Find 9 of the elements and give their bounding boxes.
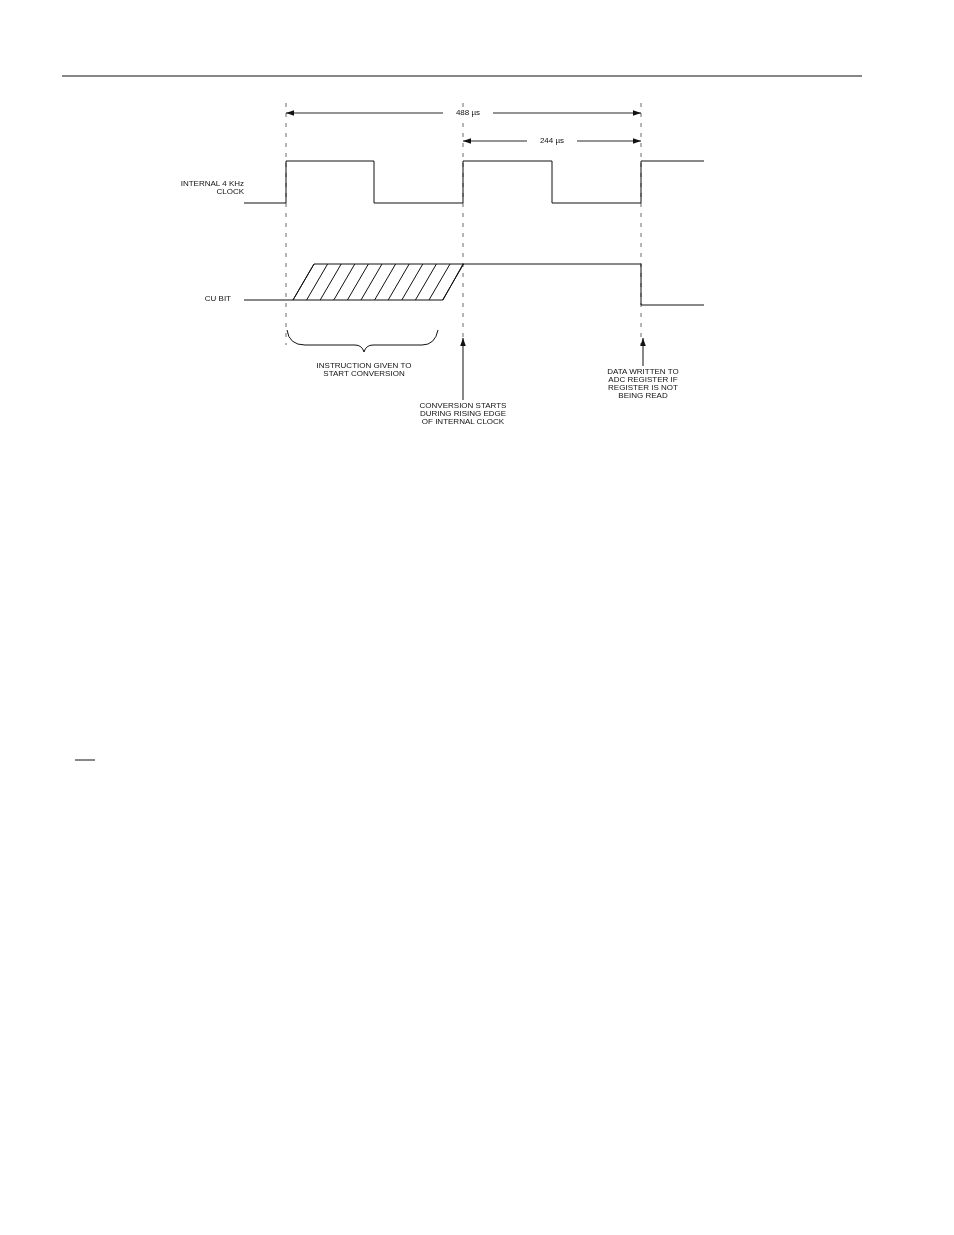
signal-name: INTERNAL 4 KHz CLOCK xyxy=(179,180,244,196)
annotation-text: CONVERSION STARTS DURING RISING EDGE OF INTERNAL CLOCK xyxy=(415,402,511,426)
dimension-label: 244 µs xyxy=(527,137,577,145)
arrow xyxy=(640,337,646,367)
annotation-text: DATA WRITTEN TO ADC REGISTER IF REGISTER IS NOT BEING READ xyxy=(602,368,684,400)
arrow xyxy=(460,337,466,401)
annotation-text: INSTRUCTION GIVEN TO START CONVERSION xyxy=(315,362,413,378)
dimension-label: 488 µs xyxy=(443,109,493,117)
signal-name: CU BIT xyxy=(203,295,231,303)
